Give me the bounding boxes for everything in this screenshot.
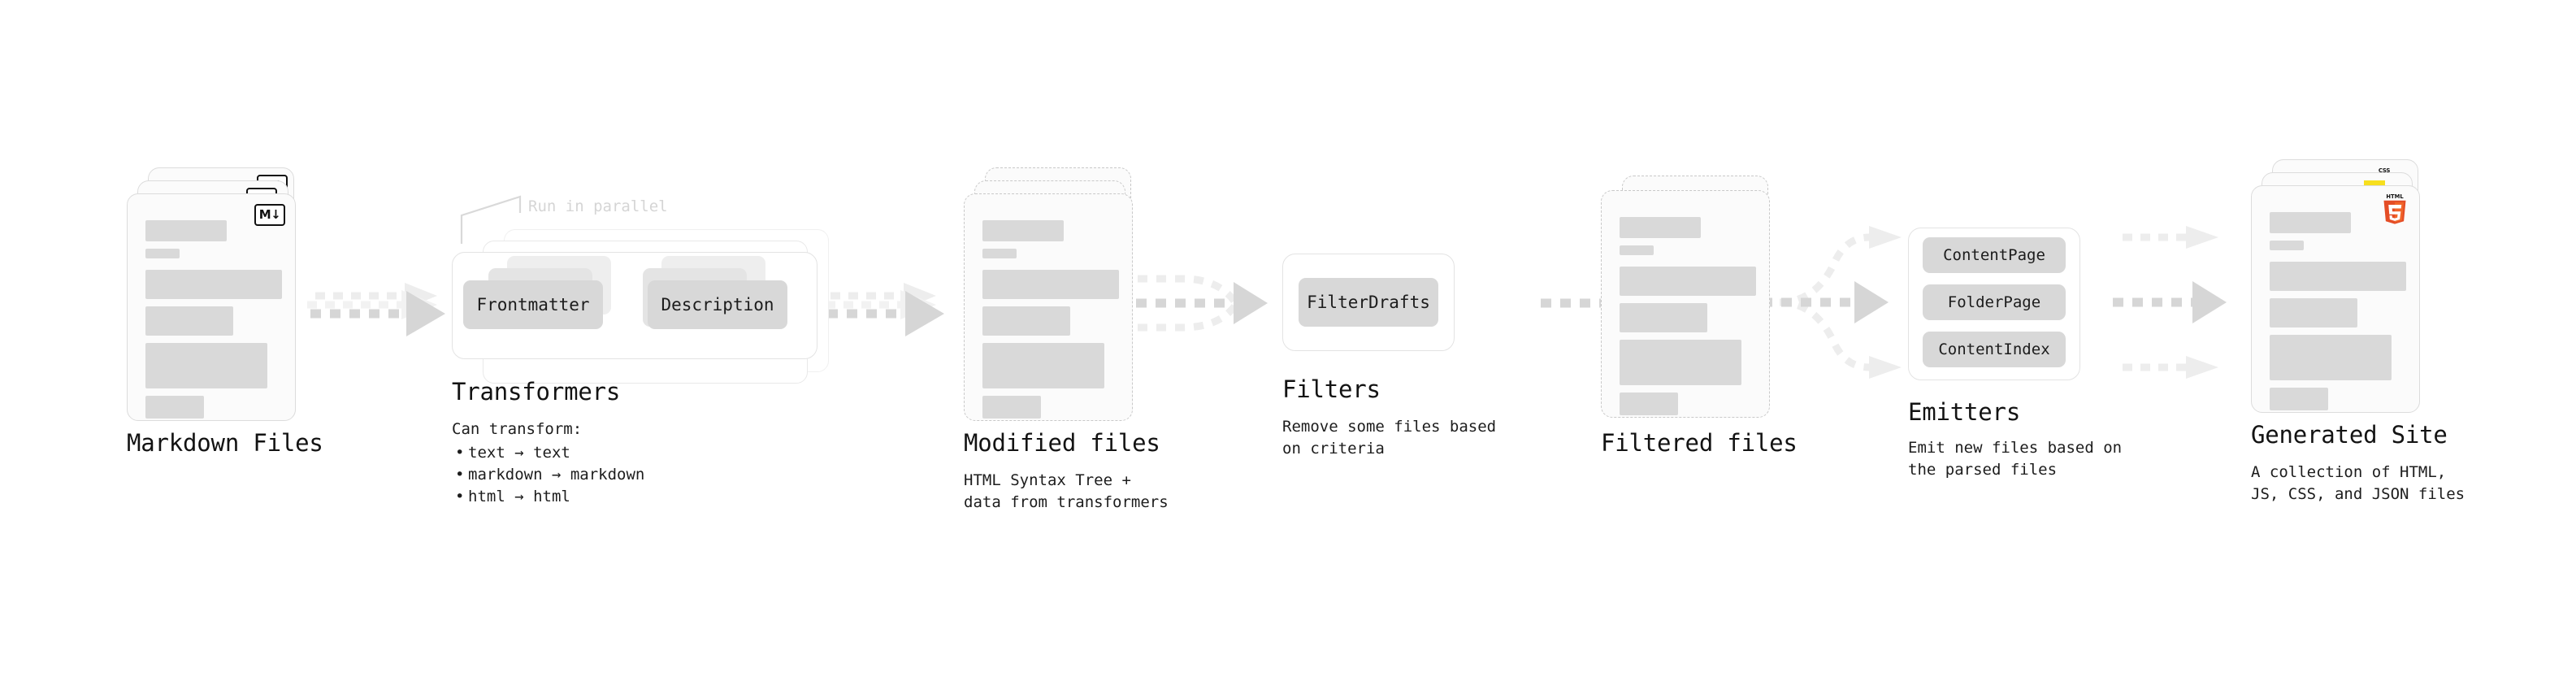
arrow-emitters-to-site [2113, 226, 2227, 379]
generated-site-subtitle: A collection of HTML, JS, CSS, and JSON … [2251, 463, 2465, 503]
emitters-subtitle: Emit new files based on the parsed files [1908, 439, 2123, 479]
doc-skeleton-line [1620, 217, 1701, 238]
doc-skeleton-line [2270, 335, 2392, 380]
filters-subtitle: Remove some files based on criteria [1282, 418, 1497, 458]
arrow-filtered-to-emitters [1762, 226, 1902, 379]
doc-skeleton-line [1620, 340, 1741, 385]
arrow-markdown-to-transformers [307, 283, 445, 336]
doc-skeleton-line [145, 249, 180, 258]
transformers-bullet-text: text → text [455, 442, 644, 464]
transformers-bullet-html: html → html [455, 486, 644, 508]
run-in-parallel-label: Run in parallel [528, 197, 668, 215]
filter-chip-filterdrafts[interactable]: FilterDrafts [1299, 278, 1438, 327]
doc-skeleton-line [145, 306, 233, 336]
doc-skeleton-line [982, 249, 1017, 258]
modified-files-subtitle: HTML Syntax Tree + data from transformer… [964, 471, 1169, 511]
transformers-bullet-markdown: markdown → markdown [455, 464, 644, 486]
svg-text:HTML: HTML [2386, 193, 2404, 200]
emitter-chip-contentpage[interactable]: ContentPage [1923, 237, 2066, 273]
doc-skeleton-line [1620, 303, 1707, 332]
generated-site-card[interactable]: HTML [2251, 185, 2420, 413]
transformers-caption: Transformers [452, 378, 621, 406]
transformer-chip-description[interactable]: Description [648, 280, 787, 329]
doc-skeleton-line [145, 220, 227, 241]
arrow-modified-to-filters [1136, 275, 1268, 332]
doc-skeleton-line [2270, 388, 2328, 410]
transformers-bullet-list: Can transform: text → text markdown → ma… [452, 419, 644, 508]
doc-skeleton-line [145, 396, 204, 419]
doc-skeleton-line [145, 343, 267, 388]
arrow-transformers-to-modified [826, 283, 944, 336]
emitters-caption: Emitters [1908, 398, 2021, 426]
doc-skeleton-line [145, 270, 282, 299]
doc-skeleton-line [982, 306, 1070, 336]
doc-skeleton-line [982, 396, 1041, 419]
doc-skeleton-line [2270, 241, 2304, 250]
modified-card-content-lines [982, 220, 1119, 420]
filters-caption: Filters [1282, 375, 1381, 403]
markdown-file-card[interactable]: M↓ [127, 193, 296, 421]
filtered-card-content-lines [1620, 217, 1756, 417]
html5-icon: HTML [2380, 193, 2409, 227]
doc-skeleton-line [982, 270, 1119, 299]
doc-skeleton-line [982, 220, 1064, 241]
emitter-chip-contentindex[interactable]: ContentIndex [1923, 332, 2066, 367]
markdown-card-content-lines [145, 220, 282, 420]
doc-skeleton-line [982, 343, 1104, 388]
doc-skeleton-line [2270, 298, 2357, 327]
emitter-chip-folderpage[interactable]: FolderPage [1923, 284, 2066, 320]
transformer-chip-frontmatter[interactable]: Frontmatter [463, 280, 603, 329]
filtered-files-caption: Filtered files [1601, 429, 1798, 457]
filtered-file-card[interactable] [1601, 190, 1770, 418]
markdown-files-caption: Markdown Files [127, 429, 323, 457]
doc-skeleton-line [1620, 245, 1654, 255]
doc-skeleton-line [2270, 212, 2351, 233]
generated-site-caption: Generated Site [2251, 421, 2448, 449]
doc-skeleton-line [1620, 393, 1678, 415]
doc-skeleton-line [2270, 262, 2406, 291]
modified-file-card[interactable] [964, 193, 1133, 421]
markdown-icon: M↓ [254, 204, 285, 226]
generated-site-content-lines [2270, 212, 2406, 412]
modified-files-caption: Modified files [964, 429, 1160, 457]
doc-skeleton-line [1620, 267, 1756, 296]
transformers-bullets-header: Can transform: [452, 420, 583, 438]
